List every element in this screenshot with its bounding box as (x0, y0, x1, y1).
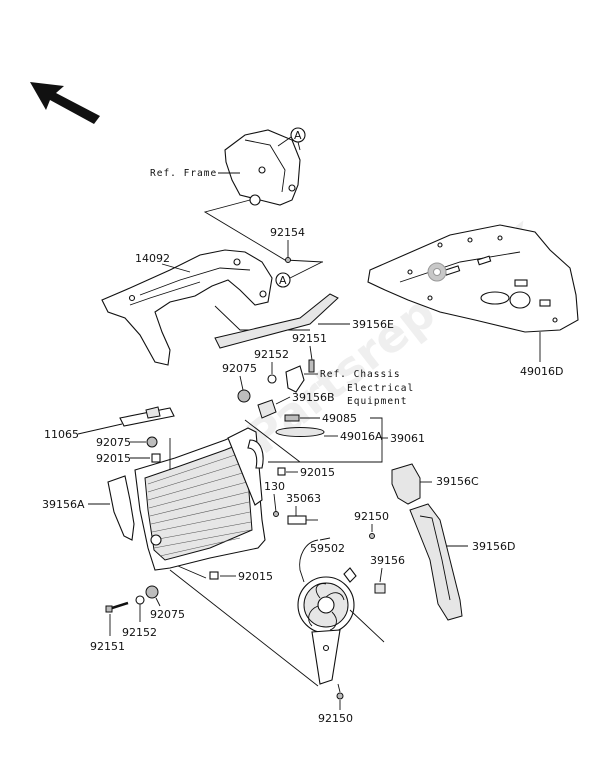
collar-92152-top (267, 374, 277, 384)
cap-11065 (119, 406, 175, 427)
part-49016D: 49016D (520, 365, 563, 378)
part-92015-left: 92015 (96, 452, 131, 465)
callout-a-top: A (294, 129, 302, 142)
grommet-92075-top (237, 389, 251, 403)
part-39156D: 39156D (472, 540, 515, 553)
screw-92150-top (369, 533, 375, 539)
bolt-92151-bottom (105, 601, 129, 613)
radiator-39061 (134, 427, 266, 571)
pad-39156 (374, 583, 386, 594)
bolt-92151-top (308, 359, 315, 373)
part-39061: 39061 (390, 432, 425, 445)
part-39156C: 39156C (436, 475, 479, 488)
grommet-92075-bottom (145, 585, 159, 599)
part-92075-top: 92075 (222, 362, 257, 375)
part-11065: 11065 (44, 428, 79, 441)
cap-49085 (284, 414, 300, 422)
part-92152-bottom: 92152 (122, 626, 157, 639)
grommet-92075-mid (146, 436, 158, 448)
bolt-130 (273, 511, 279, 517)
part-92015-right: 92015 (300, 466, 335, 479)
mounting-bracket (285, 365, 305, 393)
direction-arrow-icon (30, 82, 100, 124)
part-92075-mid: 92075 (96, 436, 131, 449)
part-92015-bottom: 92015 (238, 570, 273, 583)
screw-92154 (285, 257, 291, 263)
part-59502: 59502 (310, 542, 345, 555)
part-39156E: 39156E (352, 318, 394, 331)
part-35063: 35063 (286, 492, 321, 505)
part-92150-bottom: 92150 (318, 712, 353, 725)
part-49016A: 49016A (340, 430, 383, 443)
callout-a-circle-mid (275, 272, 291, 288)
nut-92015-bottom (209, 571, 219, 580)
seal-39156D (409, 503, 463, 621)
air-duct-14092 (101, 249, 273, 366)
part-130: 130 (264, 480, 285, 493)
nut-92015-left (151, 453, 161, 463)
part-14092: 14092 (135, 252, 170, 265)
part-92154: 92154 (270, 226, 305, 239)
seal-39156A (107, 475, 135, 541)
ref-chassis-label-2: Electrical (347, 383, 414, 394)
part-39156A: 39156A (42, 498, 85, 511)
fan-59502 (297, 537, 357, 685)
part-49085: 49085 (322, 412, 357, 425)
part-92150-top: 92150 (354, 510, 389, 523)
collar-92152-bottom (135, 595, 145, 605)
ref-chassis-label-1: Ref. Chassis (320, 369, 401, 380)
gasket-49016A (275, 427, 325, 437)
ref-chassis-label-3: Equipment (347, 396, 407, 407)
nut-92015-right (277, 467, 286, 476)
part-39156B: 39156B (292, 391, 335, 404)
ref-frame-label: Ref. Frame (150, 168, 217, 179)
pad-39156C (391, 463, 421, 505)
part-92075-bottom: 92075 (150, 608, 185, 621)
frame-bracket (224, 129, 301, 206)
seal-strip-39156E (214, 293, 339, 349)
gear-logo-icon (427, 262, 447, 282)
part-92151-top: 92151 (292, 332, 327, 345)
screw-92150-bottom (336, 692, 344, 700)
thermo-switch-35063 (287, 515, 318, 525)
under-plate-49016D (367, 224, 579, 333)
part-39156: 39156 (370, 554, 405, 567)
part-92152-top: 92152 (254, 348, 289, 361)
callout-a-mid: A (279, 274, 287, 287)
part-92151-bottom: 92151 (90, 640, 125, 653)
callout-a-circle-top (290, 127, 306, 143)
pad-39156B (257, 399, 277, 419)
